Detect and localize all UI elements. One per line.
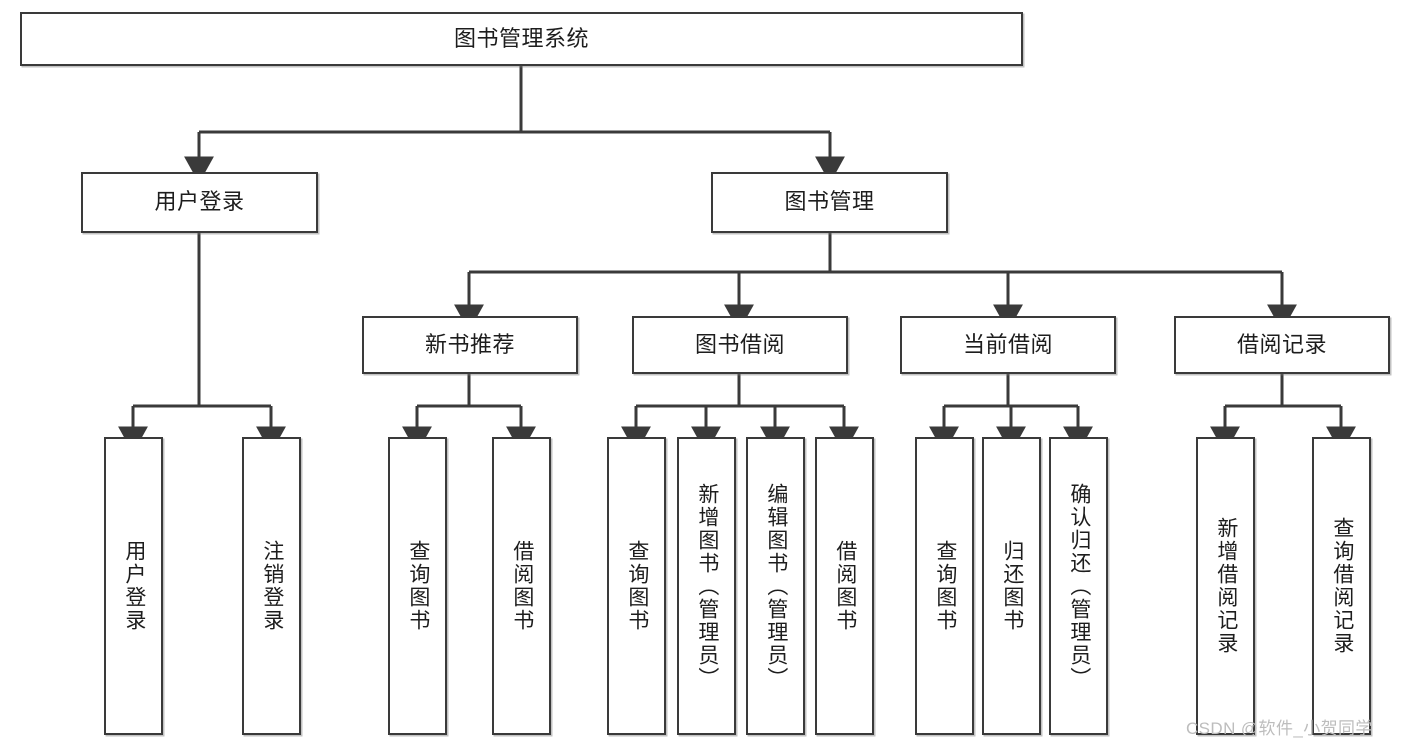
node-leaf-edit-book[interactable]: 编辑图书（管理员） bbox=[746, 437, 805, 735]
node-current-borrow-label: 当前借阅 bbox=[962, 331, 1053, 357]
node-leaf-borrow-book-1-label: 借阅图书 bbox=[510, 540, 534, 632]
node-leaf-query-book-2[interactable]: 查询图书 bbox=[607, 437, 666, 735]
node-book-management-label: 图书管理 bbox=[784, 189, 875, 215]
node-leaf-borrow-book-2-label: 借阅图书 bbox=[833, 540, 857, 632]
node-root[interactable]: 图书管理系统 bbox=[20, 12, 1023, 66]
node-root-label: 图书管理系统 bbox=[453, 25, 589, 51]
node-leaf-add-borrow-record-label: 新增借阅记录 bbox=[1214, 517, 1238, 655]
node-leaf-query-book-1[interactable]: 查询图书 bbox=[388, 437, 447, 735]
node-new-book-recommend-label: 新书推荐 bbox=[424, 331, 515, 357]
node-user-login[interactable]: 用户登录 bbox=[81, 172, 318, 233]
node-borrow-record[interactable]: 借阅记录 bbox=[1174, 316, 1390, 374]
node-current-borrow[interactable]: 当前借阅 bbox=[900, 316, 1116, 374]
node-leaf-query-book-3[interactable]: 查询图书 bbox=[915, 437, 974, 735]
node-leaf-query-book-3-label: 查询图书 bbox=[933, 540, 957, 632]
node-book-borrow-label: 图书借阅 bbox=[694, 331, 785, 357]
node-leaf-query-book-1-label: 查询图书 bbox=[406, 540, 430, 632]
node-leaf-confirm-return[interactable]: 确认归还（管理员） bbox=[1049, 437, 1108, 735]
node-borrow-record-label: 借阅记录 bbox=[1236, 331, 1327, 357]
node-leaf-query-borrow-record-label: 查询借阅记录 bbox=[1330, 517, 1354, 655]
node-leaf-query-book-2-label: 查询图书 bbox=[625, 540, 649, 632]
node-leaf-return-book[interactable]: 归还图书 bbox=[982, 437, 1041, 735]
node-book-borrow[interactable]: 图书借阅 bbox=[632, 316, 848, 374]
node-leaf-logout-login[interactable]: 注销登录 bbox=[242, 437, 301, 735]
node-leaf-return-book-label: 归还图书 bbox=[1000, 540, 1024, 632]
node-leaf-add-book[interactable]: 新增图书（管理员） bbox=[677, 437, 736, 735]
node-leaf-borrow-book-1[interactable]: 借阅图书 bbox=[492, 437, 551, 735]
node-new-book-recommend[interactable]: 新书推荐 bbox=[362, 316, 578, 374]
node-leaf-add-book-label: 新增图书（管理员） bbox=[695, 482, 719, 690]
node-leaf-borrow-book-2[interactable]: 借阅图书 bbox=[815, 437, 874, 735]
csdn-watermark: CSDN @软件_小贺同学 bbox=[1186, 719, 1373, 738]
node-leaf-edit-book-label: 编辑图书（管理员） bbox=[764, 482, 788, 690]
node-leaf-confirm-return-label: 确认归还（管理员） bbox=[1067, 482, 1091, 690]
node-leaf-query-borrow-record[interactable]: 查询借阅记录 bbox=[1312, 437, 1371, 735]
node-leaf-add-borrow-record[interactable]: 新增借阅记录 bbox=[1196, 437, 1255, 735]
node-leaf-logout-login-label: 注销登录 bbox=[260, 540, 284, 632]
node-user-login-label: 用户登录 bbox=[154, 189, 245, 215]
node-leaf-user-login-label: 用户登录 bbox=[122, 540, 146, 632]
node-book-management[interactable]: 图书管理 bbox=[711, 172, 948, 233]
node-leaf-user-login[interactable]: 用户登录 bbox=[104, 437, 163, 735]
